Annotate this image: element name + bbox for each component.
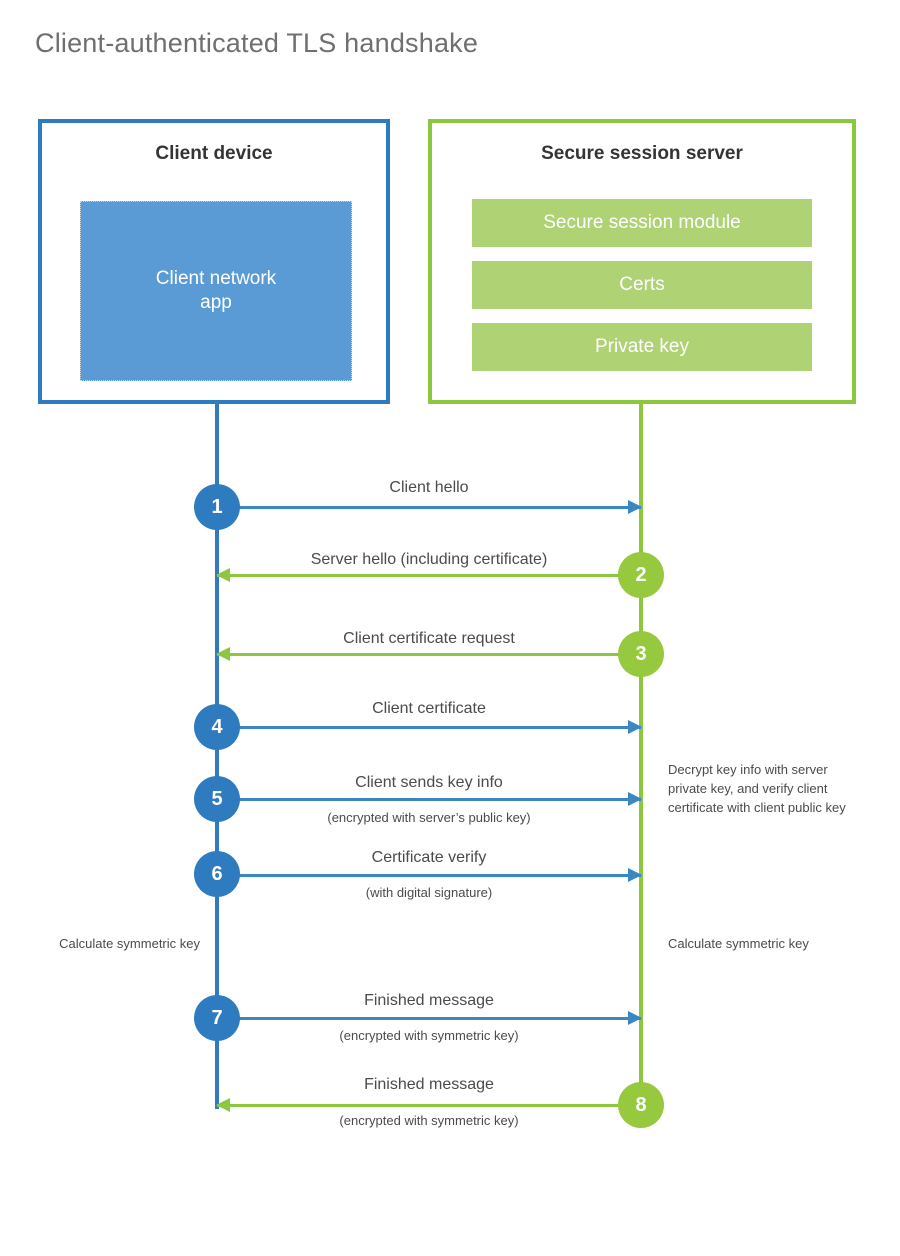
step-4-label: Client certificate: [372, 700, 486, 717]
step-5-label: Client sends key info: [355, 774, 503, 791]
server-component-secure-session-module: Secure session module: [472, 199, 812, 247]
page-title: Client-authenticated TLS handshake: [35, 28, 479, 58]
server-component-private-key: Private key: [472, 323, 812, 371]
step-7-circle[interactable]: 7: [194, 995, 240, 1041]
secure-session-server-box: Secure session server Secure session mod…: [428, 119, 856, 404]
step-7-arrow: [217, 1011, 642, 1025]
step-5-arrow: [217, 792, 642, 806]
step-5-circle[interactable]: 5: [194, 776, 240, 822]
step-8-circle[interactable]: 8: [618, 1082, 664, 1128]
step-8-arrow: [216, 1098, 641, 1112]
client-network-app-box: Client network app: [80, 201, 352, 381]
step-8-sublabel: (encrypted with symmetric key): [339, 1113, 519, 1128]
client-device-box: Client device Client network app: [38, 119, 390, 404]
step-4-circle[interactable]: 4: [194, 704, 240, 750]
server-component-certs: Certs: [472, 261, 812, 309]
step-6-sublabel: (with digital signature): [365, 885, 493, 900]
step-6-circle[interactable]: 6: [194, 851, 240, 897]
step-7-sublabel: (encrypted with symmetric key): [339, 1028, 519, 1043]
step-5-sublabel: (encrypted with server’s public key): [327, 810, 531, 825]
step-3-arrow: [216, 647, 641, 661]
step-7-label: Finished message: [364, 992, 494, 1009]
server-component-list: Secure session module Certs Private key: [472, 199, 812, 371]
step-1-label: Client hello: [389, 479, 469, 496]
step-2-arrow: [216, 568, 641, 582]
step-4-arrow: [217, 720, 642, 734]
step-2-circle[interactable]: 2: [618, 552, 664, 598]
step-6-label: Certificate verify: [371, 849, 487, 866]
step-1-circle[interactable]: 1: [194, 484, 240, 530]
server-decrypt-annotation: Decrypt key info with server private key…: [668, 762, 846, 815]
client-lifeline: [215, 404, 219, 1109]
client-device-title: Client device: [155, 143, 273, 164]
client-app-label-line1: Client network: [155, 267, 277, 289]
step-8-label: Finished message: [364, 1076, 494, 1093]
step-3-circle[interactable]: 3: [618, 631, 664, 677]
client-calculate-symmetric-key-annotation: Calculate symmetric key: [59, 936, 200, 951]
server-lifeline: [639, 404, 643, 1106]
step-6-arrow: [217, 868, 642, 882]
step-2-label: Server hello (including certificate): [310, 551, 548, 568]
step-1-arrow: [217, 500, 642, 514]
server-calculate-symmetric-key-annotation: Calculate symmetric key: [668, 936, 809, 951]
client-app-label-line2: app: [200, 292, 232, 313]
step-3-label: Client certificate request: [343, 630, 515, 647]
secure-session-server-title: Secure session server: [541, 143, 743, 164]
